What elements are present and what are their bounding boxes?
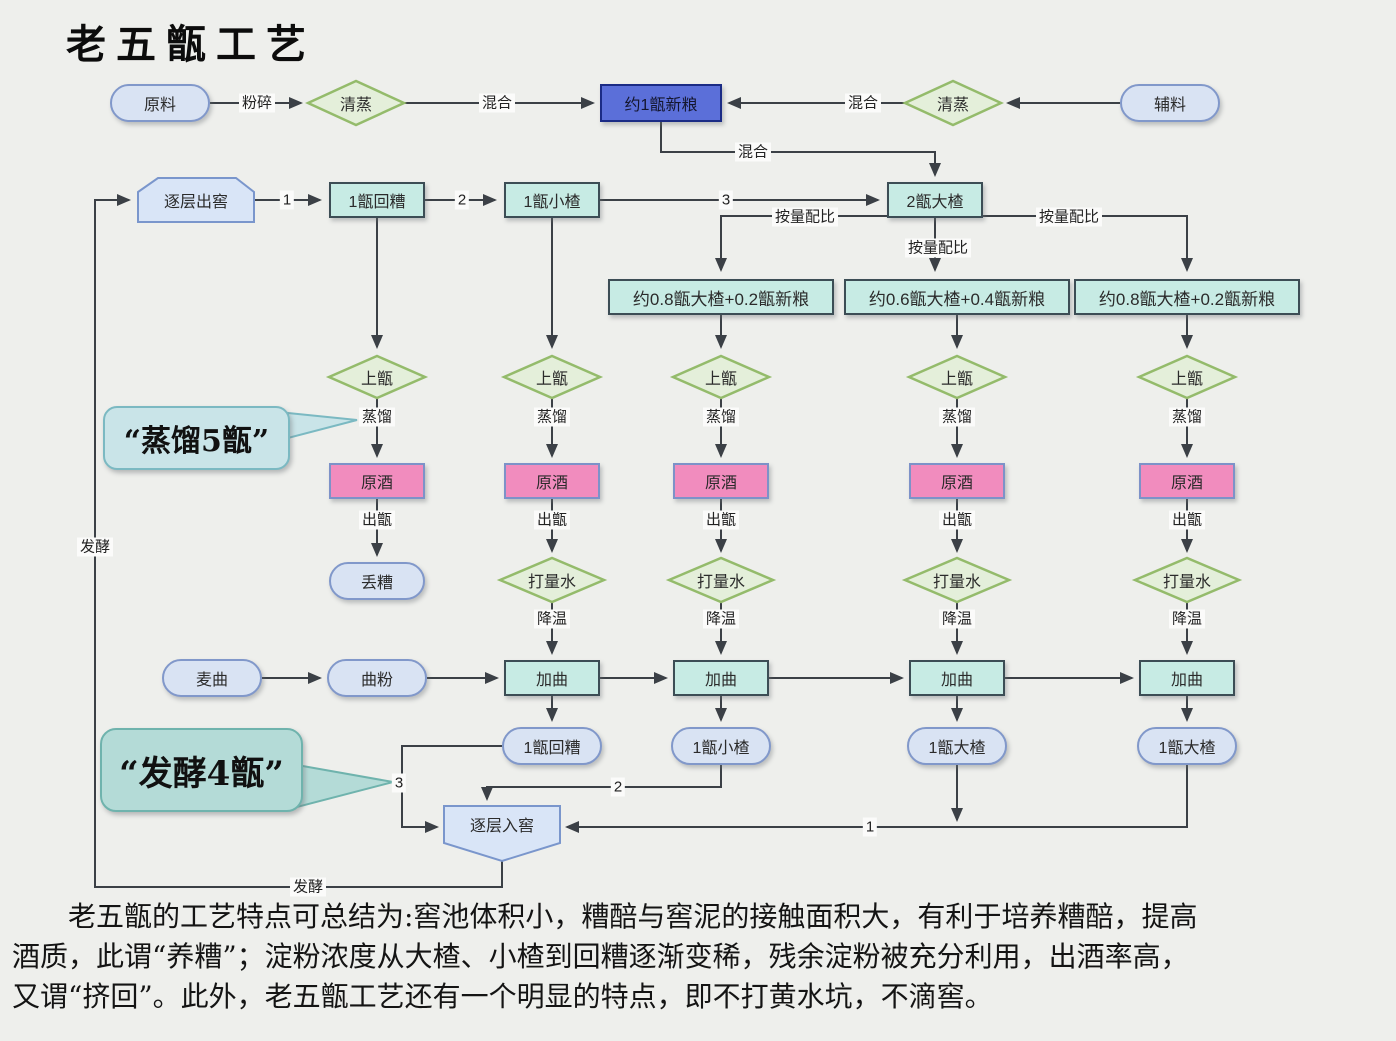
node-out-cellar: 逐层出窖 <box>163 194 229 211</box>
node-mixture-3: 约0.8甑大楂+0.2甑新粮 <box>1074 279 1300 315</box>
edge-label-distill-3: 蒸馏 <box>702 407 740 427</box>
node-result-xiaozha: 1甑小楂 <box>671 727 771 765</box>
steam-diamond-right <box>901 79 1005 127</box>
node-add-water-3: 打量水 <box>696 574 746 591</box>
node-raw-liquor-4: 原酒 <box>909 463 1005 499</box>
edge-label-distill-1: 蒸馏 <box>358 407 396 427</box>
node-new-grain: 约1甑新粮 <box>600 84 722 122</box>
edge-label-ratio-mid: 按量配比 <box>904 238 972 258</box>
node-discard-grains: 丢糟 <box>329 562 425 600</box>
add-water-diamond-4 <box>901 556 1013 604</box>
edge-label-outstill-2: 出甑 <box>533 510 571 530</box>
load-still-diamond-5 <box>1135 354 1239 400</box>
node-raw-liquor-5: 原酒 <box>1139 463 1235 499</box>
page-title: 老五甑工艺 <box>66 21 316 68</box>
edge-label-distill-5: 蒸馏 <box>1168 407 1206 427</box>
node-qu-powder: 曲粉 <box>327 659 427 697</box>
node-raw-liquor-2: 原酒 <box>504 463 600 499</box>
edge-label-3-top: 3 <box>718 190 734 210</box>
edge-label-2-bottom: 2 <box>610 777 626 797</box>
edge-label-distill-2: 蒸馏 <box>533 407 571 427</box>
edge-label-3-bottom: 3 <box>391 773 407 793</box>
edge-label-cool-2: 降温 <box>533 609 571 629</box>
node-add-qu-4: 加曲 <box>909 660 1005 696</box>
edge-label-distill-4: 蒸馏 <box>938 407 976 427</box>
edge-label-outstill-3: 出甑 <box>702 510 740 530</box>
node-steam-right: 清蒸 <box>936 97 970 114</box>
distill-callout-tail <box>287 411 358 440</box>
node-steam-left: 清蒸 <box>339 97 373 114</box>
edge-label-mix-down: 混合 <box>734 142 772 162</box>
summary-line-3: 又谓“挤回”。此外，老五甑工艺还有一个明显的特点，即不打黄水坑，不滴窖。 <box>12 980 993 1014</box>
node-auxiliary: 辅料 <box>1120 84 1220 122</box>
node-huizao-1: 1甑回糟 <box>329 182 425 218</box>
node-result-dazha-2: 1甑大楂 <box>1137 727 1237 765</box>
edge-label-ferment-left: 发酵 <box>76 537 114 557</box>
edge-label-2-top: 2 <box>454 190 470 210</box>
node-add-qu-2: 加曲 <box>504 660 600 696</box>
add-water-diamond-2 <box>496 556 608 604</box>
node-raw-material: 原料 <box>110 84 210 122</box>
edge-label-ratio-right: 按量配比 <box>1035 207 1103 227</box>
edge-label-outstill-5: 出甑 <box>1168 510 1206 530</box>
load-still-diamond-3 <box>669 354 773 400</box>
node-mixture-2: 约0.6甑大楂+0.4甑新粮 <box>844 279 1070 315</box>
add-water-diamond-3 <box>665 556 777 604</box>
node-load-still-2: 上甑 <box>535 371 569 388</box>
edge-label-cool-4: 降温 <box>938 609 976 629</box>
load-still-diamond-1 <box>325 354 429 400</box>
node-raw-liquor-3: 原酒 <box>673 463 769 499</box>
node-dazha-2: 2甑大楂 <box>887 182 983 218</box>
node-add-qu-5: 加曲 <box>1139 660 1235 696</box>
summary-paragraph: 老五甑的工艺特点可总结为:窖池体积小，糟醅与窖泥的接触面积大，有利于培养糟醅，提… <box>12 897 1388 1017</box>
node-xiaozha-1: 1甑小楂 <box>504 182 600 218</box>
edge-label-mix-right: 混合 <box>844 93 882 113</box>
node-load-still-5: 上甑 <box>1170 371 1204 388</box>
node-add-qu-3: 加曲 <box>673 660 769 696</box>
steam-diamond-left <box>304 79 408 127</box>
edge-label-cool-5: 降温 <box>1168 609 1206 629</box>
edge-label-1-bottom: 1 <box>862 817 878 837</box>
node-raw-liquor-1: 原酒 <box>329 463 425 499</box>
node-load-still-4: 上甑 <box>940 371 974 388</box>
node-result-dazha-1: 1甑大楂 <box>907 727 1007 765</box>
ferment-callout: “发酵4甑” <box>100 728 303 812</box>
load-still-diamond-4 <box>905 354 1009 400</box>
distill-callout: “蒸馏5甑” <box>103 406 290 470</box>
node-load-still-1: 上甑 <box>360 371 394 388</box>
node-in-cellar: 逐层入窖 <box>469 818 535 835</box>
node-mixture-1: 约0.8甑大楂+0.2甑新粮 <box>608 279 834 315</box>
edge-label-mix-left: 混合 <box>478 93 516 113</box>
summary-line-2: 酒质，此谓“养糟”；淀粉浓度从大楂、小楂到回糟逐渐变稀，残余淀粉被充分利用，出酒… <box>12 940 1189 974</box>
summary-line-1: 老五甑的工艺特点可总结为:窖池体积小，糟醅与窖泥的接触面积大，有利于培养糟醅，提… <box>68 900 1198 933</box>
out-cellar-shape <box>137 177 255 223</box>
node-add-water-2: 打量水 <box>527 574 577 591</box>
node-add-water-5: 打量水 <box>1162 574 1212 591</box>
edge-label-crush: 粉碎 <box>238 93 276 113</box>
edge-label-cool-3: 降温 <box>702 609 740 629</box>
edge-label-ferment-bottom: 发酵 <box>289 877 327 897</box>
edge-label-outstill-4: 出甑 <box>938 510 976 530</box>
edge-label-1-top: 1 <box>279 190 295 210</box>
node-add-water-4: 打量水 <box>932 574 982 591</box>
node-wheat-qu: 麦曲 <box>162 659 262 697</box>
node-load-still-3: 上甑 <box>704 371 738 388</box>
edge-label-ratio-left: 按量配比 <box>771 207 839 227</box>
node-result-huizao: 1甑回糟 <box>502 727 602 765</box>
in-cellar-shape <box>443 805 561 863</box>
add-water-diamond-5 <box>1131 556 1243 604</box>
edge-label-outstill-1: 出甑 <box>358 510 396 530</box>
ferment-callout-tail <box>296 763 394 809</box>
load-still-diamond-2 <box>500 354 604 400</box>
